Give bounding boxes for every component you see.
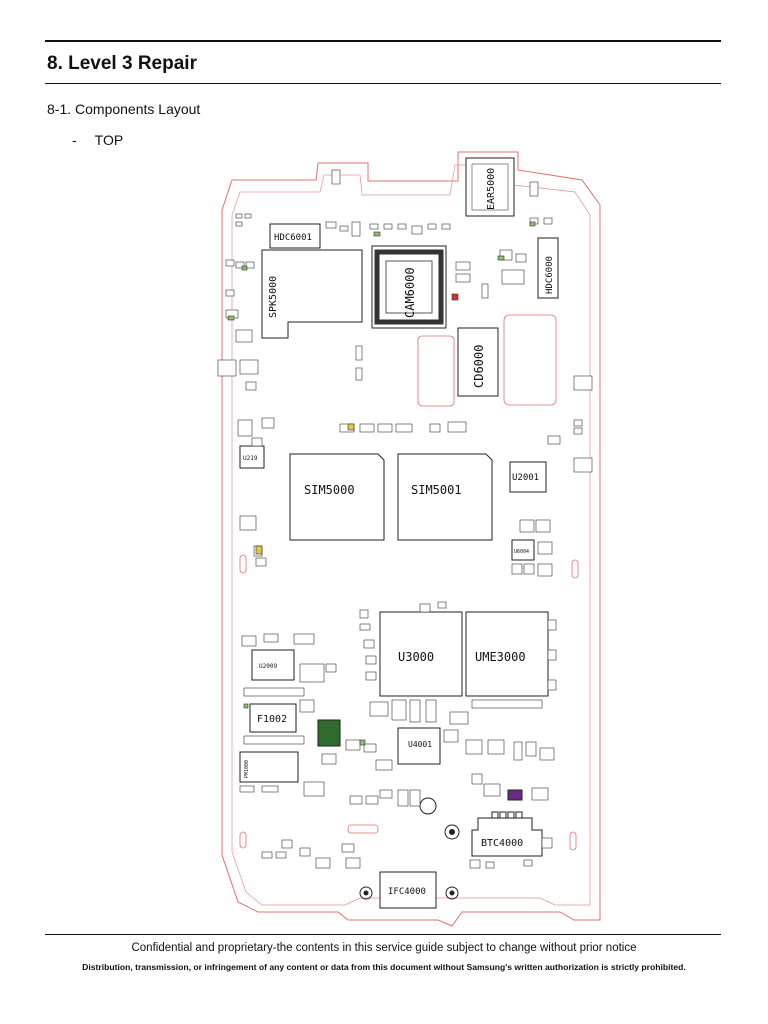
section-title: 8. Level 3 Repair <box>47 53 197 74</box>
ume-label: UME3000 <box>475 650 526 664</box>
header-bottom-rule <box>45 83 721 84</box>
screw-hole-left <box>359 886 373 900</box>
screw-hole-right <box>445 886 459 900</box>
view-dash: - <box>72 132 77 148</box>
hdc6001-component <box>269 223 321 249</box>
slot-left-1 <box>239 554 247 574</box>
u6004-component <box>511 539 535 561</box>
footer-distribution: Distribution, transmission, or infringem… <box>82 962 686 972</box>
hdc6000-component <box>537 237 559 299</box>
header-top-rule <box>45 40 721 42</box>
view-label-text: TOP <box>94 132 124 148</box>
ume-component <box>465 611 549 697</box>
slot-right-2 <box>569 831 577 851</box>
view-label: - TOP <box>72 132 141 148</box>
pm-label: PM1000 <box>244 760 250 778</box>
cd-label: CD6000 <box>472 345 486 388</box>
spk-component <box>261 249 363 339</box>
u4001-component <box>397 727 441 765</box>
u6004-label: U6004 <box>514 549 529 555</box>
board-inner-outline <box>231 164 591 906</box>
sim0-component <box>289 453 385 541</box>
ear-component <box>465 157 515 217</box>
hdc6000-label: HDC6000 <box>545 256 555 294</box>
sim0-label: SIM5000 <box>304 483 355 497</box>
sim1-component <box>397 453 493 541</box>
btc-component <box>471 817 543 857</box>
sim1-label: SIM5001 <box>411 483 462 497</box>
u219-label: U219 <box>243 455 258 462</box>
passive-components <box>217 169 593 869</box>
cd-component <box>457 327 499 397</box>
spk-label: SPK5000 <box>268 276 279 318</box>
u2009-component <box>251 649 295 681</box>
board-outline <box>221 151 601 927</box>
f1002-component <box>249 703 297 733</box>
pm-component <box>239 751 299 783</box>
u4001-label: U4001 <box>408 740 432 749</box>
u2009-label: U2009 <box>259 663 277 670</box>
ear-label: EAR5000 <box>486 168 497 210</box>
footer-rule <box>45 934 721 935</box>
slot-right-1 <box>571 559 579 579</box>
btc-label: BTC4000 <box>481 838 523 849</box>
footer-notice: Confidential and proprietary-the content… <box>131 942 637 954</box>
slot-left-2 <box>239 831 247 849</box>
u3000-component <box>379 611 463 697</box>
slot-mid <box>347 824 379 834</box>
u3000-label: U3000 <box>398 650 434 664</box>
u2001-label: U2001 <box>512 473 539 483</box>
screw-hole-mid <box>444 824 460 840</box>
u2001-component <box>509 461 547 493</box>
subsection-title: 8-1. Components Layout <box>47 101 201 117</box>
f1002-label: F1002 <box>257 714 287 725</box>
cam-component <box>371 245 447 329</box>
cam-label: CAM6000 <box>403 267 417 318</box>
ifc-label: IFC4000 <box>388 887 426 897</box>
highlighted-parts <box>227 221 536 746</box>
ifc-component <box>379 871 437 909</box>
hdc6001-label: HDC6001 <box>274 233 312 243</box>
